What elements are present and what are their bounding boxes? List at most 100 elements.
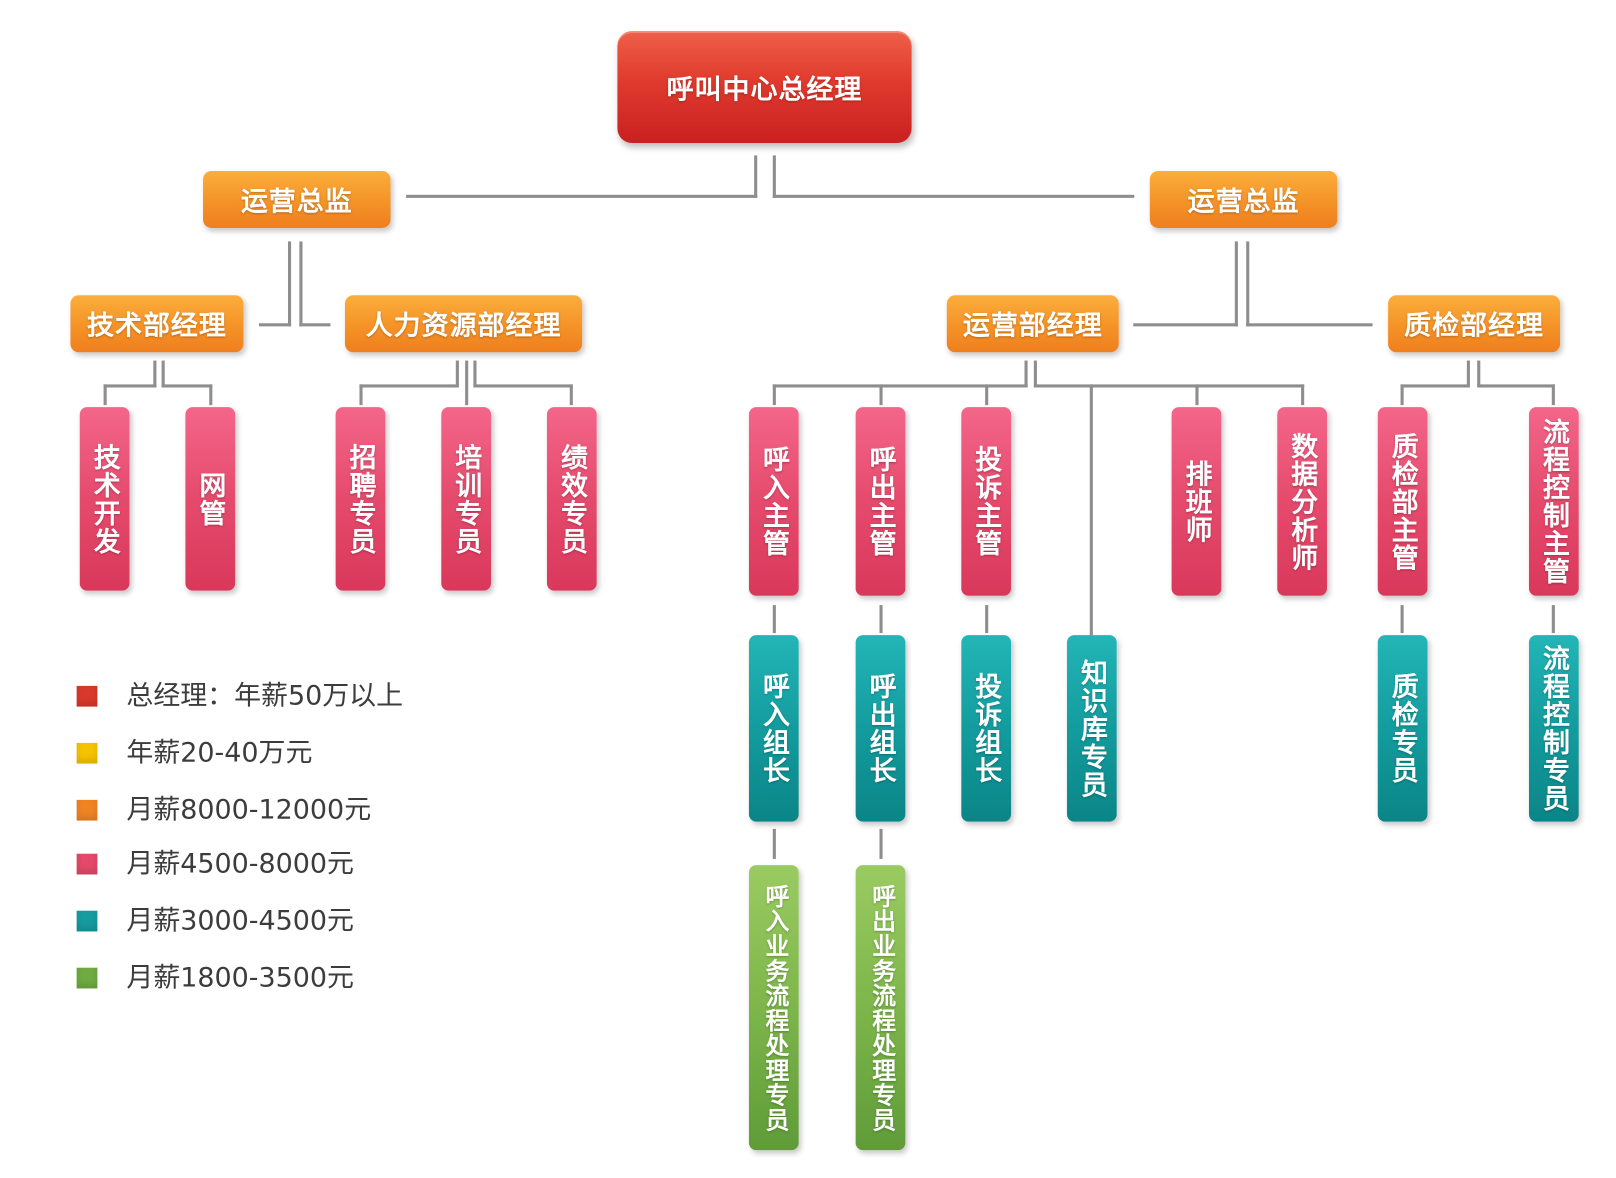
node-network-admin: 网管 [185, 407, 236, 591]
connector-line [1089, 384, 1093, 636]
connector-line [879, 828, 883, 859]
legend-label: 年薪20-40万元 [126, 737, 313, 769]
connector-line [1234, 241, 1238, 327]
node-general-manager: 呼叫中心总经理 [617, 31, 912, 143]
node-training-specialist: 培训专员 [441, 407, 492, 591]
node-label: 运营总监 [1187, 186, 1300, 218]
node-label: 流程控制主管 [1538, 417, 1570, 586]
connector-line [772, 384, 1028, 388]
node-label: 技术部经理 [86, 310, 227, 342]
connector-line [1477, 384, 1555, 388]
node-label: 呼出组长 [864, 672, 897, 785]
node-data-analyst: 数据分析师 [1277, 407, 1327, 596]
connector-line [1033, 360, 1037, 387]
connector-line [1551, 384, 1555, 406]
connector-line [754, 155, 758, 198]
legend-item: 月薪8000-12000元 [76, 794, 372, 826]
node-label: 呼出业务流程处理专员 [867, 883, 895, 1132]
connector-line [406, 194, 758, 198]
connector-line [879, 605, 883, 634]
connector-line [103, 384, 157, 388]
connector-line [455, 360, 459, 387]
node-label: 绩效专员 [556, 442, 588, 555]
connector-line [985, 384, 989, 406]
node-complaint-supervisor: 投诉主管 [961, 407, 1012, 596]
node-label: 运营部经理 [962, 310, 1103, 342]
node-label: 排班师 [1180, 459, 1213, 544]
node-label: 呼叫中心总经理 [666, 74, 863, 106]
node-hr-dept-manager: 人力资源部经理 [344, 295, 583, 353]
node-label: 知识库专员 [1076, 658, 1108, 799]
node-outbound-supervisor: 呼出主管 [855, 407, 906, 596]
node-outbound-team-lead: 呼出组长 [855, 635, 906, 822]
connector-line [1551, 605, 1555, 634]
connector-line [1195, 384, 1199, 406]
connector-line [985, 605, 989, 634]
connector-line [1400, 384, 1404, 406]
connector-line [1466, 360, 1470, 387]
node-label: 技术开发 [89, 442, 121, 555]
node-label: 人力资源部经理 [365, 310, 562, 342]
node-label: 投诉主管 [970, 445, 1002, 558]
connector-line [161, 384, 213, 388]
legend-label: 月薪1800-3500元 [126, 962, 354, 994]
node-ops-dept-manager: 运营部经理 [946, 295, 1119, 353]
connector-line [1477, 360, 1481, 387]
legend-item: 月薪3000-4500元 [76, 905, 354, 937]
node-qc-supervisor: 质检部主管 [1377, 407, 1428, 596]
node-label: 呼入业务流程处理专员 [760, 883, 788, 1132]
legend-label: 月薪8000-12000元 [126, 794, 372, 826]
node-tech-dept-manager: 技术部经理 [70, 295, 244, 353]
connector-line [209, 384, 213, 406]
legend-swatch [76, 742, 98, 764]
connector-line [1400, 384, 1470, 388]
legend-item: 年薪20-40万元 [76, 737, 313, 769]
legend-label: 月薪3000-4500元 [126, 905, 354, 937]
node-label: 投诉组长 [970, 672, 1002, 785]
connector-line [103, 384, 107, 406]
legend-swatch [76, 853, 98, 875]
connector-line [1246, 323, 1373, 327]
node-label: 质检部主管 [1387, 431, 1419, 572]
connector-line [1246, 241, 1250, 327]
node-scheduler: 排班师 [1171, 407, 1222, 596]
legend-swatch [76, 910, 98, 932]
connector-line [772, 384, 776, 406]
connector-line [772, 155, 776, 198]
connector-line [772, 194, 1135, 198]
node-process-control-supervisor: 流程控制主管 [1528, 407, 1579, 596]
connector-line [153, 360, 157, 387]
connector-line [1133, 323, 1238, 327]
node-performance-specialist: 绩效专员 [546, 407, 597, 591]
connector-line [473, 384, 573, 388]
legend-swatch [76, 967, 98, 989]
legend-label: 总经理：年薪50万以上 [126, 680, 404, 712]
node-label: 呼入组长 [758, 672, 790, 785]
connector-line [1033, 384, 1305, 388]
connector-line [299, 241, 303, 327]
node-label: 培训专员 [450, 442, 482, 555]
connector-line [359, 384, 363, 406]
node-inbound-team-lead: 呼入组长 [748, 635, 799, 822]
node-label: 招聘专员 [344, 442, 377, 555]
connector-line [772, 605, 776, 634]
node-director-right: 运营总监 [1149, 170, 1338, 228]
legend-swatch [76, 799, 98, 821]
node-label: 质检部经理 [1404, 310, 1545, 342]
node-label: 呼入主管 [758, 445, 790, 558]
connector-line [1024, 360, 1028, 387]
connector-line [1400, 605, 1404, 634]
node-label: 呼出主管 [864, 445, 897, 558]
node-label: 网管 [194, 470, 226, 527]
node-qc-dept-manager: 质检部经理 [1388, 295, 1561, 353]
connector-line [569, 384, 573, 406]
legend-label: 月薪4500-8000元 [126, 848, 354, 880]
legend-item: 月薪1800-3500元 [76, 962, 354, 994]
connector-line [258, 323, 292, 327]
node-label: 质检专员 [1387, 672, 1419, 785]
legend-item: 总经理：年薪50万以上 [76, 680, 404, 712]
node-label: 流程控制专员 [1538, 644, 1570, 813]
node-complaint-team-lead: 投诉组长 [961, 635, 1012, 822]
node-label: 数据分析师 [1286, 431, 1318, 572]
